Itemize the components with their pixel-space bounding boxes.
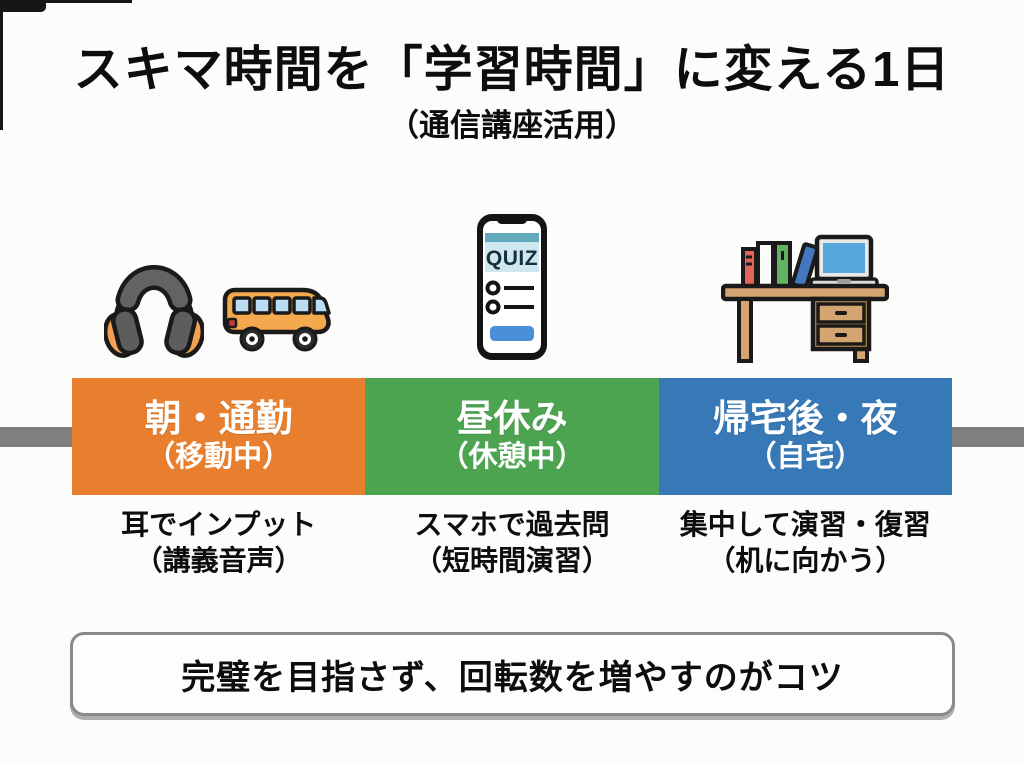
tip-text: 完璧を目指さず、回転数を増やすのがコツ bbox=[181, 658, 844, 697]
segment-morning-commute: 朝・通勤 （移動中） bbox=[72, 378, 366, 495]
note-main: 耳でインプット bbox=[121, 509, 317, 540]
note-sub: （机に向かう） bbox=[707, 545, 904, 577]
corner-mark-left bbox=[0, 0, 3, 130]
note-morning: 耳でインプット （講義音声） bbox=[72, 507, 365, 580]
segment-sublabel: （移動中） bbox=[146, 441, 292, 474]
note-main: 集中して演習・復習 bbox=[679, 509, 931, 540]
note-main: スマホで過去問 bbox=[414, 509, 610, 540]
corner-mark-block bbox=[0, 0, 46, 12]
note-evening: 集中して演習・復習 （机に向かう） bbox=[659, 507, 952, 580]
segment-label: 帰宅後・夜 bbox=[712, 397, 898, 439]
segment-notes: 耳でインプット （講義音声） スマホで過去問 （短時間演習） 集中して演習・復習… bbox=[72, 507, 952, 580]
quiz-phone-icon: QUIZ bbox=[477, 214, 547, 360]
phone-screen-text: QUIZ bbox=[486, 247, 538, 270]
note-sub: （短時間演習） bbox=[413, 545, 610, 577]
headphones-icon bbox=[104, 265, 204, 358]
study-desk-icon bbox=[721, 234, 889, 363]
segment-label: 昼休み bbox=[456, 397, 568, 439]
segment-sublabel: （自宅） bbox=[747, 441, 864, 474]
bus-icon bbox=[222, 287, 331, 352]
tip-box: 完璧を目指さず、回転数を増やすのがコツ bbox=[70, 632, 955, 716]
note-lunch: スマホで過去問 （短時間演習） bbox=[365, 507, 658, 580]
corner-mark-top bbox=[0, 0, 132, 3]
page-subtitle: （通信講座活用） bbox=[388, 108, 636, 143]
note-sub: （講義音声） bbox=[134, 545, 303, 577]
page-title: スキマ時間を「学習時間」に変える1日 bbox=[73, 43, 951, 97]
segment-evening-home: 帰宅後・夜 （自宅） bbox=[658, 378, 952, 495]
segment-label: 朝・通勤 bbox=[144, 397, 293, 439]
segment-sublabel: （休憩中） bbox=[439, 441, 585, 474]
segment-lunch-break: 昼休み （休憩中） bbox=[365, 378, 659, 495]
timeline-segments: 朝・通勤 （移動中） 昼休み （休憩中） 帰宅後・夜 （自宅） bbox=[72, 378, 952, 495]
